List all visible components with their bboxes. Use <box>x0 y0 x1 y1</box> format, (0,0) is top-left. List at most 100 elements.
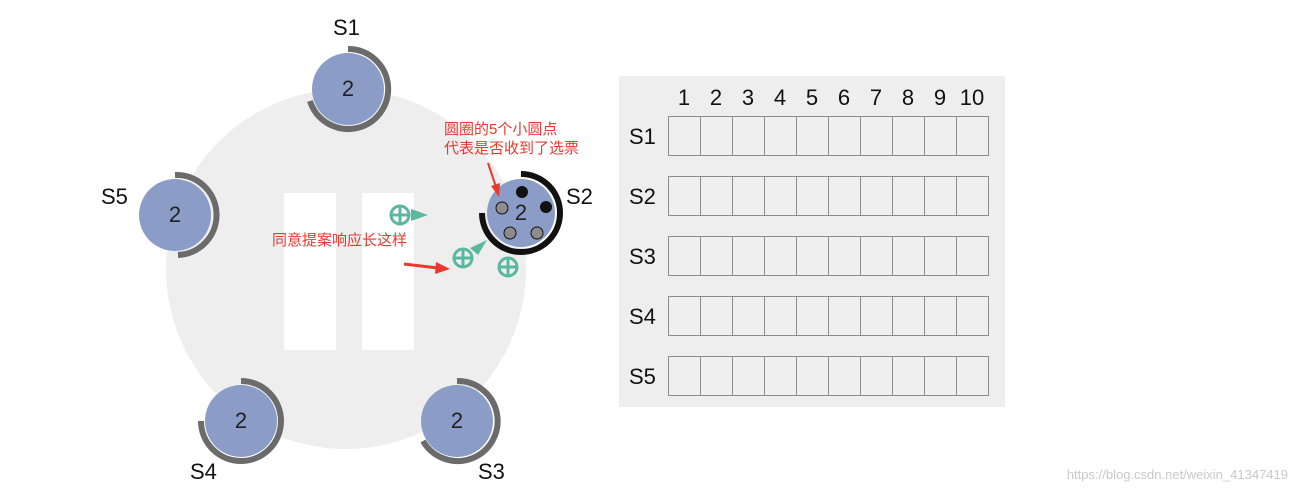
log-row-label-s3: S3 <box>629 244 656 269</box>
log-table-panel: 1 2 3 4 5 6 7 8 9 10 S1 S2 S3 S4 S5 <box>619 76 1005 407</box>
server-s2-timer-arc <box>479 171 563 255</box>
log-entry-cell <box>956 356 989 396</box>
vote-dot-5 <box>530 226 544 240</box>
log-column-header: 1 <box>677 85 691 110</box>
log-column-header: 2 <box>709 85 723 110</box>
log-entry-cell <box>956 176 989 216</box>
server-s3-node[interactable] <box>421 385 493 457</box>
vote-response-message-3 <box>497 256 519 278</box>
log-row-s3 <box>668 236 989 276</box>
pause-bar-left <box>284 193 336 350</box>
log-row-s5 <box>668 356 989 396</box>
log-column-header: 8 <box>901 85 915 110</box>
log-entry-cell <box>924 176 957 216</box>
log-column-header: 10 <box>959 85 985 110</box>
log-row-s2 <box>668 176 989 216</box>
log-entry-cell <box>764 356 797 396</box>
log-entry-cell <box>796 116 829 156</box>
log-entry-cell <box>796 176 829 216</box>
log-entry-cell <box>700 356 733 396</box>
log-entry-cell <box>892 236 925 276</box>
log-entry-cell <box>828 176 861 216</box>
log-row-s1 <box>668 116 989 156</box>
log-entry-cell <box>668 356 701 396</box>
log-entry-cell <box>860 116 893 156</box>
log-entry-cell <box>668 296 701 336</box>
log-entry-cell <box>732 356 765 396</box>
log-entry-cell <box>860 296 893 336</box>
log-entry-cell <box>796 236 829 276</box>
server-s4-label: S4 <box>190 459 217 484</box>
log-entry-cell <box>796 356 829 396</box>
annotation-arrow-vote-dots <box>487 162 500 197</box>
log-column-header: 6 <box>837 85 851 110</box>
log-entry-cell <box>764 176 797 216</box>
log-entry-cell <box>668 236 701 276</box>
log-entry-cell <box>732 176 765 216</box>
log-row-label-s1: S1 <box>629 124 656 149</box>
pause-bar-right <box>362 193 414 350</box>
watermark: https://blog.csdn.net/weixin_41347419 <box>1066 467 1288 482</box>
server-s3-label: S3 <box>478 459 505 484</box>
log-entry-cell <box>764 236 797 276</box>
log-entry-cell <box>924 356 957 396</box>
vote-response-message-1 <box>389 204 428 226</box>
log-entry-cell <box>796 296 829 336</box>
server-s5-label: S5 <box>101 184 128 209</box>
vote-dot-4 <box>503 226 517 240</box>
vote-response-message-2 <box>452 240 487 269</box>
log-entry-cell <box>828 116 861 156</box>
annotation-vote-dots-line2: 代表是否收到了选票 <box>444 140 580 157</box>
log-entry-cell <box>764 296 797 336</box>
log-row-label-s5: S5 <box>629 364 656 389</box>
log-entry-cell <box>764 116 797 156</box>
vote-dot-3 <box>495 201 509 215</box>
log-column-header: 7 <box>869 85 883 110</box>
server-s4-node[interactable] <box>205 385 277 457</box>
server-s1-label: S1 <box>333 15 360 40</box>
server-s3-timer-arc <box>420 377 501 464</box>
log-column-header: 3 <box>741 85 755 110</box>
log-entry-cell <box>700 176 733 216</box>
server-s5-node[interactable] <box>139 179 211 251</box>
vote-dot-2 <box>540 201 552 213</box>
log-row-label-s4: S4 <box>629 304 656 329</box>
log-entry-cell <box>956 116 989 156</box>
log-column-header: 9 <box>933 85 947 110</box>
server-s1-timer-arc <box>307 45 392 132</box>
log-column-header: 4 <box>773 85 787 110</box>
server-s1-node[interactable] <box>312 53 384 125</box>
server-s2-label: S2 <box>566 184 593 209</box>
log-entry-cell <box>668 176 701 216</box>
server-s5-timer-arc <box>174 171 220 258</box>
log-entry-cell <box>892 116 925 156</box>
log-entry-cell <box>828 236 861 276</box>
log-entry-cell <box>860 356 893 396</box>
log-entry-cell <box>828 296 861 336</box>
log-entry-cell <box>732 296 765 336</box>
annotation-vote-response: 同意提案响应长这样 <box>272 232 408 249</box>
log-entry-cell <box>700 296 733 336</box>
log-row-label-s2: S2 <box>629 184 656 209</box>
annotation-arrow-vote-response <box>403 262 450 274</box>
log-entry-cell <box>956 296 989 336</box>
log-entry-cell <box>700 116 733 156</box>
log-entry-cell <box>732 236 765 276</box>
log-entry-cell <box>924 236 957 276</box>
log-row-s4 <box>668 296 989 336</box>
log-entry-cell <box>924 296 957 336</box>
log-entry-cell <box>892 296 925 336</box>
log-entry-cell <box>892 356 925 396</box>
vote-dot-1 <box>516 186 528 198</box>
log-entry-cell <box>700 236 733 276</box>
log-entry-cell <box>924 116 957 156</box>
annotation-vote-dots-line1: 圆圈的5个小圆点 <box>444 121 558 138</box>
log-entry-cell <box>956 236 989 276</box>
server-s4-timer-arc <box>198 378 284 464</box>
log-entry-cell <box>668 116 701 156</box>
log-entry-cell <box>860 176 893 216</box>
log-entry-cell <box>732 116 765 156</box>
background-logo-circle <box>166 89 526 449</box>
log-column-header: 5 <box>805 85 819 110</box>
